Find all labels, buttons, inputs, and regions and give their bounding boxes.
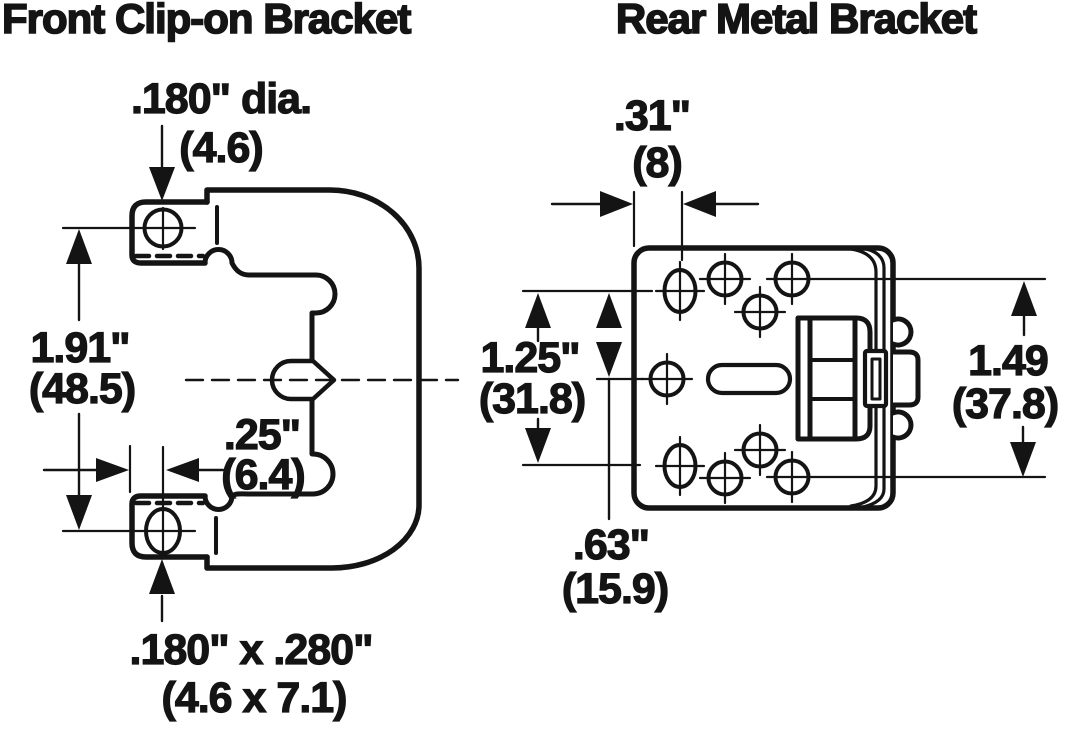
- height-dim-arrowhead-bottom: [66, 495, 92, 530]
- height-label-imperial: 1.91": [30, 324, 129, 372]
- clip-scallop-tab: [890, 349, 921, 408]
- right-label-metric: (37.8): [952, 380, 1058, 428]
- row-dim-arrowhead-top: [525, 293, 551, 328]
- clip-scallop-bottom: [890, 409, 914, 441]
- edge-label-imperial: .31": [614, 92, 690, 140]
- mid-dim-arrowhead-up: [596, 293, 622, 328]
- rear-hole-bottom-4-crosshair-ext: [765, 450, 1047, 504]
- rear-hole-bottom-2-crosshair: [698, 451, 752, 505]
- right-dim-arrowhead-top: [1011, 281, 1037, 316]
- mid-label-imperial: .63": [573, 521, 649, 569]
- rear-hole-oval-bottom-crosshair: [654, 435, 706, 497]
- clip-latch-body: [795, 315, 873, 442]
- row-label-metric: (31.8): [479, 375, 585, 423]
- edge-dim-arrowhead-right: [683, 191, 716, 217]
- clip-catch-window-inner: [870, 357, 882, 401]
- edge-dim-arrowhead-left: [600, 191, 633, 217]
- row-dim-arrowhead-bottom: [525, 428, 551, 463]
- front-bracket-drawing: [42, 124, 460, 623]
- offset-arrowhead-right: [166, 458, 199, 482]
- rear-hole-top-2-crosshair: [698, 252, 752, 306]
- rear-hole-top-3-crosshair-ext: [765, 252, 1047, 306]
- front-bottom-tab: [129, 493, 210, 560]
- front-bracket-title: Front Clip-on Bracket: [2, 0, 411, 42]
- right-dim-arrowhead-bottom: [1010, 442, 1036, 477]
- rear-slot-middle: [705, 362, 793, 396]
- clip-scallop-top: [890, 316, 914, 348]
- offset-arrowhead-left: [96, 458, 129, 482]
- hole-dia-label-metric: (4.6): [179, 124, 262, 172]
- mid-label-metric: (15.9): [562, 565, 668, 613]
- offset-label-metric: (6.4): [221, 451, 304, 499]
- rear-hole-top-4-crosshair: [733, 285, 787, 339]
- hole-dia-arrowhead: [149, 167, 175, 201]
- front-top-tab: [129, 199, 210, 266]
- rear-hole-oval-top-crosshair: [654, 260, 706, 322]
- offset-label-imperial: .25": [224, 411, 300, 459]
- rear-bracket-drawing: [521, 190, 1047, 521]
- slot-arrowhead: [149, 559, 175, 594]
- height-label-metric: (48.5): [29, 365, 135, 413]
- front-body-outline: [204, 187, 422, 571]
- right-label-imperial: 1.49: [968, 337, 1048, 385]
- edge-label-metric: (8): [632, 139, 682, 187]
- height-dim-arrowhead-top: [66, 229, 92, 264]
- rear-hole-bottom-3-crosshair: [733, 423, 787, 477]
- slot-label-metric: (4.6 x 7.1): [162, 674, 347, 722]
- hole-dia-label-imperial: .180" dia.: [131, 75, 311, 123]
- mid-dim-arrowhead-down: [596, 342, 622, 377]
- rear-hole-middle-crosshair: [640, 352, 694, 406]
- slot-label-imperial: .180" x .280": [130, 626, 373, 674]
- row-label-imperial: 1.25": [480, 334, 579, 382]
- rear-bracket-title: Rear Metal Bracket: [616, 0, 977, 42]
